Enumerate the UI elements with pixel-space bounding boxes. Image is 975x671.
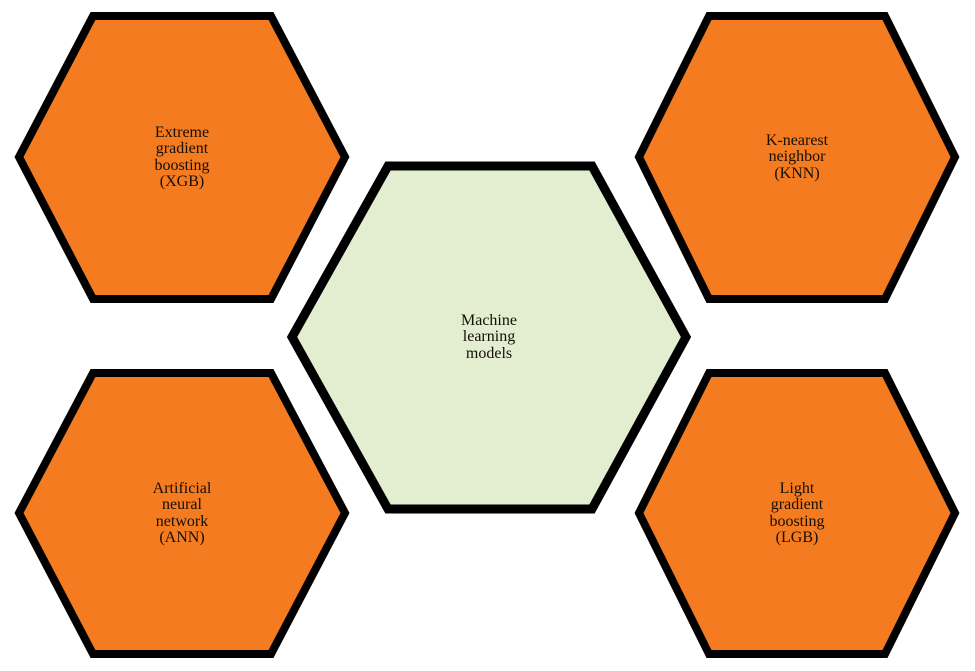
hexagon-shape-ann[interactable] xyxy=(14,369,350,658)
hexagon-shape-ml-models[interactable] xyxy=(286,161,692,514)
hexagon-shape-xgb[interactable] xyxy=(14,12,350,303)
hexagon-shape-knn[interactable] xyxy=(634,12,960,303)
hexagon-shape-lgb[interactable] xyxy=(634,369,960,658)
